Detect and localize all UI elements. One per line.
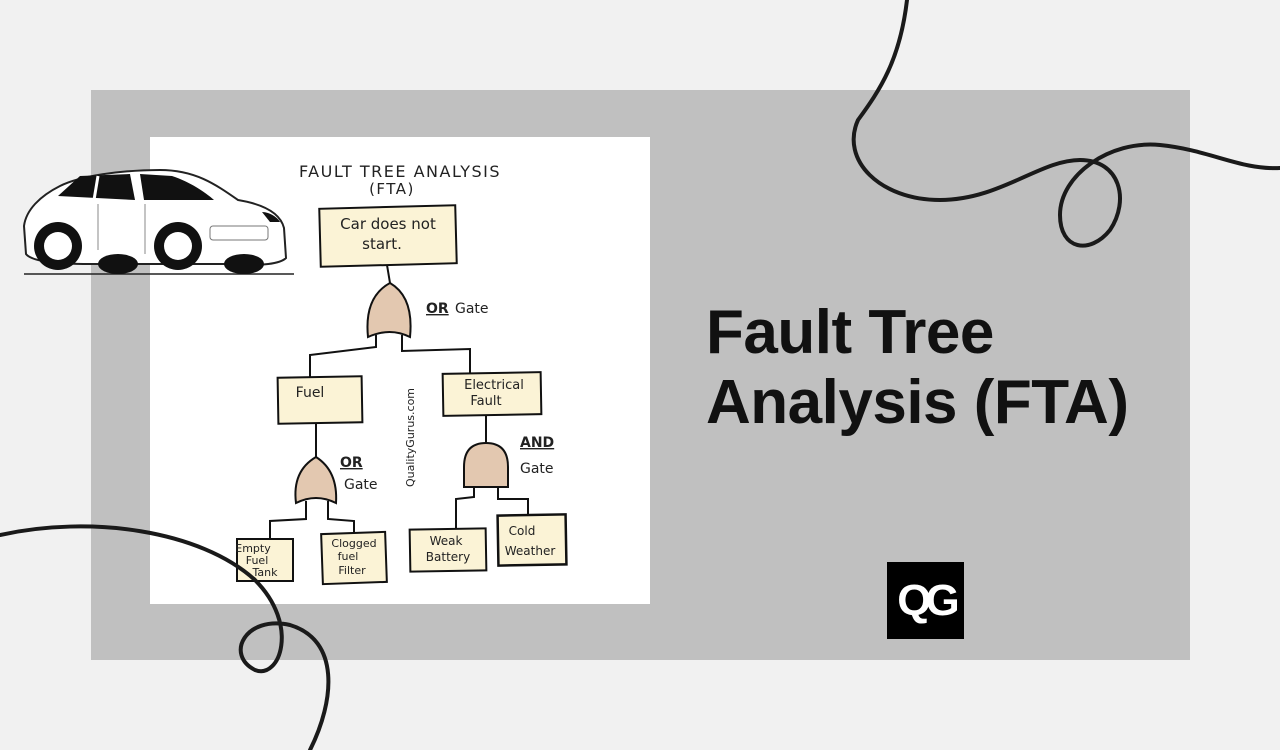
diagram-title-line2: (FTA): [369, 180, 415, 198]
fault-tree-diagram: FAULT TREE ANALYSIS (FTA) Car does not s…: [235, 162, 568, 586]
cold-weather-box: [496, 513, 568, 567]
clogged-line3: Filter: [338, 564, 366, 577]
and-gate-icon: [463, 441, 509, 488]
or-gate-main-icon: [366, 281, 412, 339]
weak-battery-line2: Battery: [426, 550, 470, 564]
electrical-fault-box: [441, 371, 543, 417]
connector-clogged: [327, 501, 355, 533]
fuel-box: [276, 375, 364, 425]
connector-right-branch: [401, 335, 471, 373]
cold-weather-line2: Weather: [505, 544, 556, 558]
cold-weather-line1: Cold: [509, 524, 536, 538]
watermark-text: QualityGurus.com: [404, 388, 417, 487]
electrical-line2: Fault: [470, 394, 501, 409]
connector-left-branch: [309, 335, 377, 377]
page-title-line2: Analysis (FTA): [706, 368, 1129, 437]
connector-weak-battery: [455, 487, 475, 529]
top-event-line1: Car does not: [340, 215, 436, 233]
or-gate-fuel-label2: Gate: [344, 477, 378, 493]
or-gate-fuel-icon: [294, 455, 338, 505]
top-event-box: [318, 204, 458, 268]
connector-cold-weather: [497, 487, 529, 515]
connector-top: [386, 264, 391, 284]
fuel-label: Fuel: [296, 385, 325, 401]
empty-fuel-line3: Tank: [252, 566, 279, 579]
brand-logo-text: QG: [897, 575, 960, 625]
or-gate-main-label2: Gate: [455, 301, 489, 317]
brand-logo: QG: [887, 562, 964, 639]
page-title: Fault Tree Analysis (FTA): [706, 298, 1176, 438]
weak-battery-line1: Weak: [430, 534, 463, 548]
top-event-line2: start.: [362, 235, 402, 253]
clogged-line2: fuel: [338, 550, 359, 563]
electrical-line1: Electrical: [464, 378, 524, 393]
and-gate-label1: AND: [520, 435, 554, 451]
or-gate-fuel-label1: OR: [340, 455, 363, 471]
weak-battery-box: [408, 527, 488, 573]
page-title-line1: Fault Tree: [706, 298, 994, 367]
diagram-title-line1: FAULT TREE ANALYSIS: [299, 162, 501, 181]
connector-empty-fuel: [269, 501, 307, 539]
and-gate-label2: Gate: [520, 461, 554, 477]
diagram-card: FAULT TREE ANALYSIS (FTA) Car does not s…: [150, 137, 650, 604]
clogged-line1: Clogged: [331, 537, 376, 550]
or-gate-main-label1: OR: [426, 301, 449, 317]
